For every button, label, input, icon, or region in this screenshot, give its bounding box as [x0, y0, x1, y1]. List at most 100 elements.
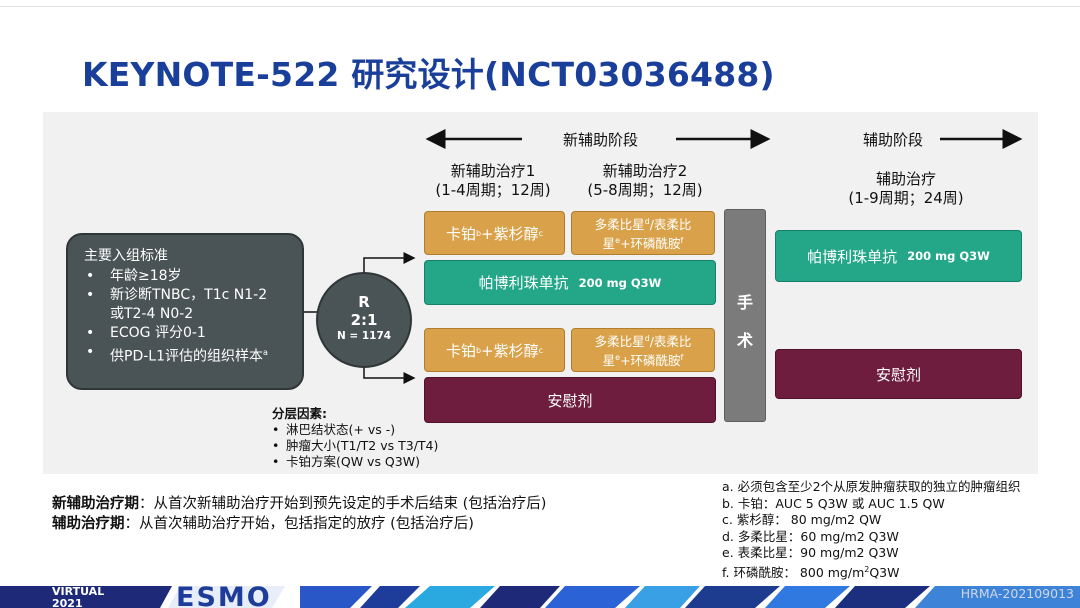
footnote-ref: e: [615, 353, 621, 362]
anthracycline-line2: 星e+环磷酰胺f: [603, 350, 684, 369]
pembro-dose: 200 mg Q3W: [907, 249, 990, 263]
anthracycline-line1: 多柔比星d/表柔比: [595, 214, 692, 233]
cyc-text: +环磷酰胺: [620, 353, 681, 369]
neo1-title: 新辅助治疗1: [450, 162, 536, 180]
stratification-heading: 分层因素:: [272, 406, 327, 421]
footnote-item: c. 紫杉醇： 80 mg/m2 QW: [722, 512, 882, 527]
footnote-f-text: f. 环磷酰胺： 800 mg/m: [722, 564, 865, 580]
banner-year-text: 2021: [52, 597, 83, 608]
pembro-text: 帕博利珠单抗: [478, 274, 569, 292]
surgery-bar: 手 术: [724, 209, 766, 422]
placebo-box-adjuvant: 安慰剂: [775, 349, 1022, 399]
anthracycline-line1: 多柔比星d/表柔比: [595, 331, 692, 350]
epi-text: /表柔比: [649, 334, 692, 349]
randomization-n: N = 1174: [336, 330, 392, 342]
dox-text: 多柔比星: [594, 217, 645, 232]
surgery-char-1: 手: [736, 293, 753, 312]
stratification-list: 淋巴结状态(+ vs -) 肿瘤大小(T1/T2 vs T3/T4) 卡铂方案(…: [272, 422, 438, 470]
pembrolizumab-box-neoadjuvant: 帕博利珠单抗 200 mg Q3W: [424, 260, 716, 305]
criteria-item: 新诊断TNBC，T1c N1-2: [84, 286, 292, 305]
randomization-letter: R: [358, 293, 370, 311]
anthracycline-line2: 星e+环磷酰胺f: [603, 233, 684, 252]
adjuvant-phase-label: 辅助阶段: [863, 131, 924, 149]
randomization-ratio: 2:1: [350, 311, 378, 329]
footnote-item: d. 多柔比星：60 mg/m2 Q3W: [722, 528, 899, 544]
criteria-item: 年龄≥18岁: [84, 267, 292, 286]
adjuvant-title: 辅助治疗: [875, 170, 936, 188]
criteria-list: 年龄≥18岁 新诊断TNBC，T1c N1-2 或T2-4 N0-2 ECOG …: [84, 267, 292, 367]
footnote-f-sup: 2: [864, 564, 870, 574]
neoadjuvant-definition: 新辅助治疗期：从首次新辅助治疗开始到预先设定的手术后结束 (包括治疗后): [52, 492, 546, 513]
dox-text: 多柔比星: [594, 334, 645, 349]
criteria-item-text: 供PD-L1评估的组织样本: [110, 348, 263, 365]
pac-text: +紫杉醇: [481, 224, 539, 243]
pac-text: +紫杉醇: [481, 341, 539, 360]
adjuvant-definition: 辅助治疗期：从首次辅助治疗开始，包括指定的放疗 (包括治疗后): [52, 512, 474, 533]
pembro-dose: 200 mg Q3W: [578, 275, 662, 290]
criteria-heading: 主要入组标准: [84, 248, 168, 264]
cyc-text: +环磷酰胺: [620, 236, 681, 252]
footnote-item: f. 环磷酰胺： 800 mg/m2Q3W: [722, 562, 1021, 582]
top-divider: [0, 6, 1080, 7]
epi-text-2: 星: [602, 236, 616, 252]
adj-definition-label: 辅助治疗期: [52, 516, 125, 532]
inclusion-criteria-box: 主要入组标准 年龄≥18岁 新诊断TNBC，T1c N1-2 或T2-4 N0-…: [66, 233, 304, 390]
footnotes: a. 必须包含至少2个从原发肿瘤获取的独立的肿瘤组织 b. 卡铂：AUC 5 Q…: [722, 479, 1021, 581]
footnote-f-tail: Q3W: [869, 564, 900, 580]
epi-text-2: 星: [602, 353, 616, 369]
criteria-item-continuation: 或T2-4 N0-2: [84, 305, 292, 324]
footnote-item: e. 表柔比星：90 mg/m2 Q3W: [722, 545, 899, 560]
neo2-header: 新辅助治疗2 (5-8周期；12周): [574, 162, 716, 200]
footnote-ref: e: [615, 236, 621, 245]
adj-definition-text: ：从首次辅助治疗开始，包括指定的放疗 (包括治疗后): [124, 516, 474, 532]
randomization-circle: R 2:1 N = 1174: [316, 272, 412, 368]
footnote-ref: d: [644, 216, 650, 226]
criteria-item: ECOG 评分0-1: [84, 324, 292, 343]
neo-definition-label: 新辅助治疗期: [52, 496, 139, 512]
footnote-ref: f: [680, 236, 684, 245]
placebo-text: 安慰剂: [875, 365, 921, 384]
neoadjuvant-phase-label: 新辅助阶段: [563, 131, 639, 149]
carbo-text: 卡铂: [445, 341, 476, 360]
criteria-item: 供PD-L1评估的组织样本a: [84, 343, 292, 367]
adjuvant-duration: (1-9周期；24周): [848, 189, 964, 207]
neo1-header: 新辅助治疗1 (1-4周期；12周): [422, 162, 564, 200]
page-title: KEYNOTE-522 研究设计(NCT03036488): [82, 55, 775, 94]
footnote-ref: b: [475, 345, 482, 355]
footnote-ref: b: [475, 228, 482, 238]
neo1-duration: (1-4周期；12周): [435, 181, 551, 199]
esmo-banner: VIRTUAL 2021 ESMO: [0, 586, 1080, 608]
upper-branch-arrow: [363, 252, 416, 274]
footnote-ref: d: [644, 333, 650, 343]
criteria-continuation-text: 或T2-4 N0-2: [110, 306, 194, 322]
pembrolizumab-box-adjuvant: 帕博利珠单抗 200 mg Q3W: [775, 230, 1022, 282]
banner-graphic: [0, 586, 1080, 608]
footnote-ref: a: [262, 348, 268, 357]
footnote-ref: c: [538, 345, 544, 355]
neo2-title: 新辅助治疗2: [602, 162, 688, 180]
lower-branch-arrow: [363, 368, 416, 384]
footnote-item: b. 卡铂：AUC 5 Q3W 或 AUC 1.5 QW: [722, 495, 945, 511]
pembro-text: 帕博利珠单抗: [807, 247, 898, 266]
surgery-char-2: 术: [736, 331, 753, 350]
stratification-factors: 分层因素: 淋巴结状态(+ vs -) 肿瘤大小(T1/T2 vs T3/T4)…: [272, 406, 438, 470]
placebo-box-neoadjuvant: 安慰剂: [424, 377, 716, 423]
footnote-ref: c: [538, 228, 544, 238]
esmo-logo: ESMO: [176, 586, 272, 608]
neo2-duration: (5-8周期；12周): [587, 181, 703, 199]
stratification-item: 卡铂方案(QW vs Q3W): [272, 454, 438, 470]
anthracycline-box-upper: 多柔比星d/表柔比 星e+环磷酰胺f: [571, 211, 715, 255]
neo-definition-text: ：从首次新辅助治疗开始到预先设定的手术后结束 (包括治疗后): [139, 496, 547, 512]
adjuvant-header: 辅助治疗 (1-9周期；24周): [826, 170, 986, 208]
stratification-item: 肿瘤大小(T1/T2 vs T3/T4): [272, 438, 438, 454]
footnote-ref: f: [680, 353, 684, 362]
footnote-item: a. 必须包含至少2个从原发肿瘤获取的独立的肿瘤组织: [722, 479, 1021, 494]
watermark-code: HRMA-202109013: [960, 586, 1074, 601]
stratification-item: 淋巴结状态(+ vs -): [272, 422, 438, 438]
anthracycline-box-lower: 多柔比星d/表柔比 星e+环磷酰胺f: [571, 328, 715, 372]
carbo-text: 卡铂: [445, 224, 476, 243]
banner-virtual-text: VIRTUAL: [52, 586, 105, 598]
